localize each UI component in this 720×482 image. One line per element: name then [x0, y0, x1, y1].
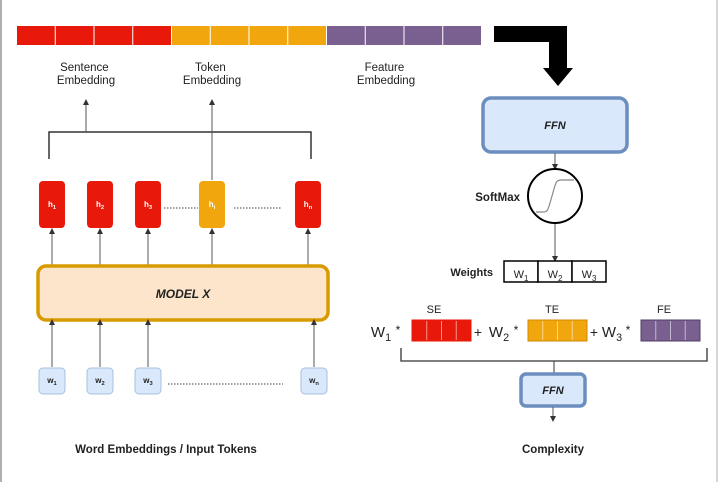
- hidden-state-h2: [87, 181, 113, 228]
- multiply-operator: *: [514, 323, 519, 337]
- model-label: MODEL X: [156, 287, 211, 301]
- hidden-state-hi: [199, 181, 225, 228]
- multiply-operator: *: [396, 323, 401, 337]
- input-token-w1: [38, 367, 66, 395]
- hidden-state-label: hi: [209, 200, 216, 211]
- input-token-w2: [86, 367, 114, 395]
- left-caption: Word Embeddings / Input Tokens: [75, 444, 257, 456]
- input-token-w3: [134, 367, 162, 395]
- hidden-states: h1 h2 h3 hi hn: [39, 181, 321, 266]
- weight-cell-label: W3: [582, 269, 597, 283]
- right-caption: Complexity: [522, 444, 585, 456]
- token-embedding-label: Token Embedding: [183, 62, 241, 87]
- ffn-bottom-label: FFN: [542, 385, 564, 397]
- elbow-arrow-icon: [494, 26, 573, 86]
- hidden-state-label: h1: [48, 200, 57, 211]
- pooling-bracket: [48, 131, 312, 159]
- sentence-embedding-cell: [133, 26, 171, 45]
- token-embedding-cell: [249, 26, 288, 45]
- token-embedding-cell: [210, 26, 249, 45]
- input-tokens: w1 w2 w3 wn: [38, 319, 328, 395]
- weight-cell-label: W2: [548, 269, 563, 283]
- sentence-embedding-cell: [55, 26, 94, 45]
- embedding-tag-se: SE: [427, 304, 442, 316]
- feature-embedding-cell: [365, 26, 404, 45]
- sentence-embedding-cell: [17, 26, 55, 45]
- model-box: [36, 264, 330, 322]
- embedding-tag-fe: FE: [657, 304, 671, 316]
- term-weight-te: W2: [489, 324, 509, 344]
- plus-operator: +: [590, 324, 598, 340]
- sentence-embedding-label: Sentence Embedding: [57, 62, 115, 87]
- input-token-label: wn: [308, 376, 319, 387]
- feature-embedding-cell: [327, 26, 365, 45]
- weights-row: W1 W2 W3: [503, 260, 607, 283]
- token-embedding-cell: [172, 26, 210, 45]
- hidden-state-hn: [295, 181, 321, 228]
- term-weight-fe: W3: [602, 324, 622, 344]
- feature-embedding-cell: [443, 26, 481, 45]
- ffn-top-box: [481, 96, 629, 154]
- softmax-label: SoftMax: [475, 192, 520, 204]
- concatenated-embedding-bar: [17, 26, 481, 45]
- plus-operator: +: [474, 324, 482, 340]
- sum-bracket: [400, 348, 708, 362]
- input-token-label: w2: [94, 376, 104, 387]
- weighted-sum: W1*SE+W2*TE+W3*FE: [371, 304, 701, 344]
- sigmoid-curve-icon: [536, 179, 574, 213]
- hidden-state-h3: [135, 181, 161, 228]
- hidden-state-label: h3: [144, 200, 152, 211]
- weight-cell-w3: [571, 260, 607, 283]
- term-weight-se: W1: [371, 324, 391, 344]
- hidden-state-label: h2: [96, 200, 104, 211]
- multiply-operator: *: [626, 323, 631, 337]
- input-token-wn: [300, 367, 328, 395]
- hidden-state-h1: [39, 181, 65, 228]
- weights-label: Weights: [450, 267, 493, 279]
- softmax-node: [527, 168, 583, 224]
- ffn-bottom-box: [519, 372, 587, 408]
- ffn-top-label: FFN: [544, 120, 566, 132]
- input-token-label: w3: [142, 376, 152, 387]
- input-token-label: w1: [46, 376, 57, 387]
- feature-embedding-label: Feature Embedding: [357, 62, 415, 87]
- embedding-tag-te: TE: [545, 304, 559, 316]
- weight-cell-label: W1: [514, 269, 529, 283]
- feature-embedding-cell: [404, 26, 443, 45]
- sentence-embedding-cell: [94, 26, 133, 45]
- hidden-state-label: hn: [304, 200, 313, 211]
- token-embedding-cell: [288, 26, 326, 45]
